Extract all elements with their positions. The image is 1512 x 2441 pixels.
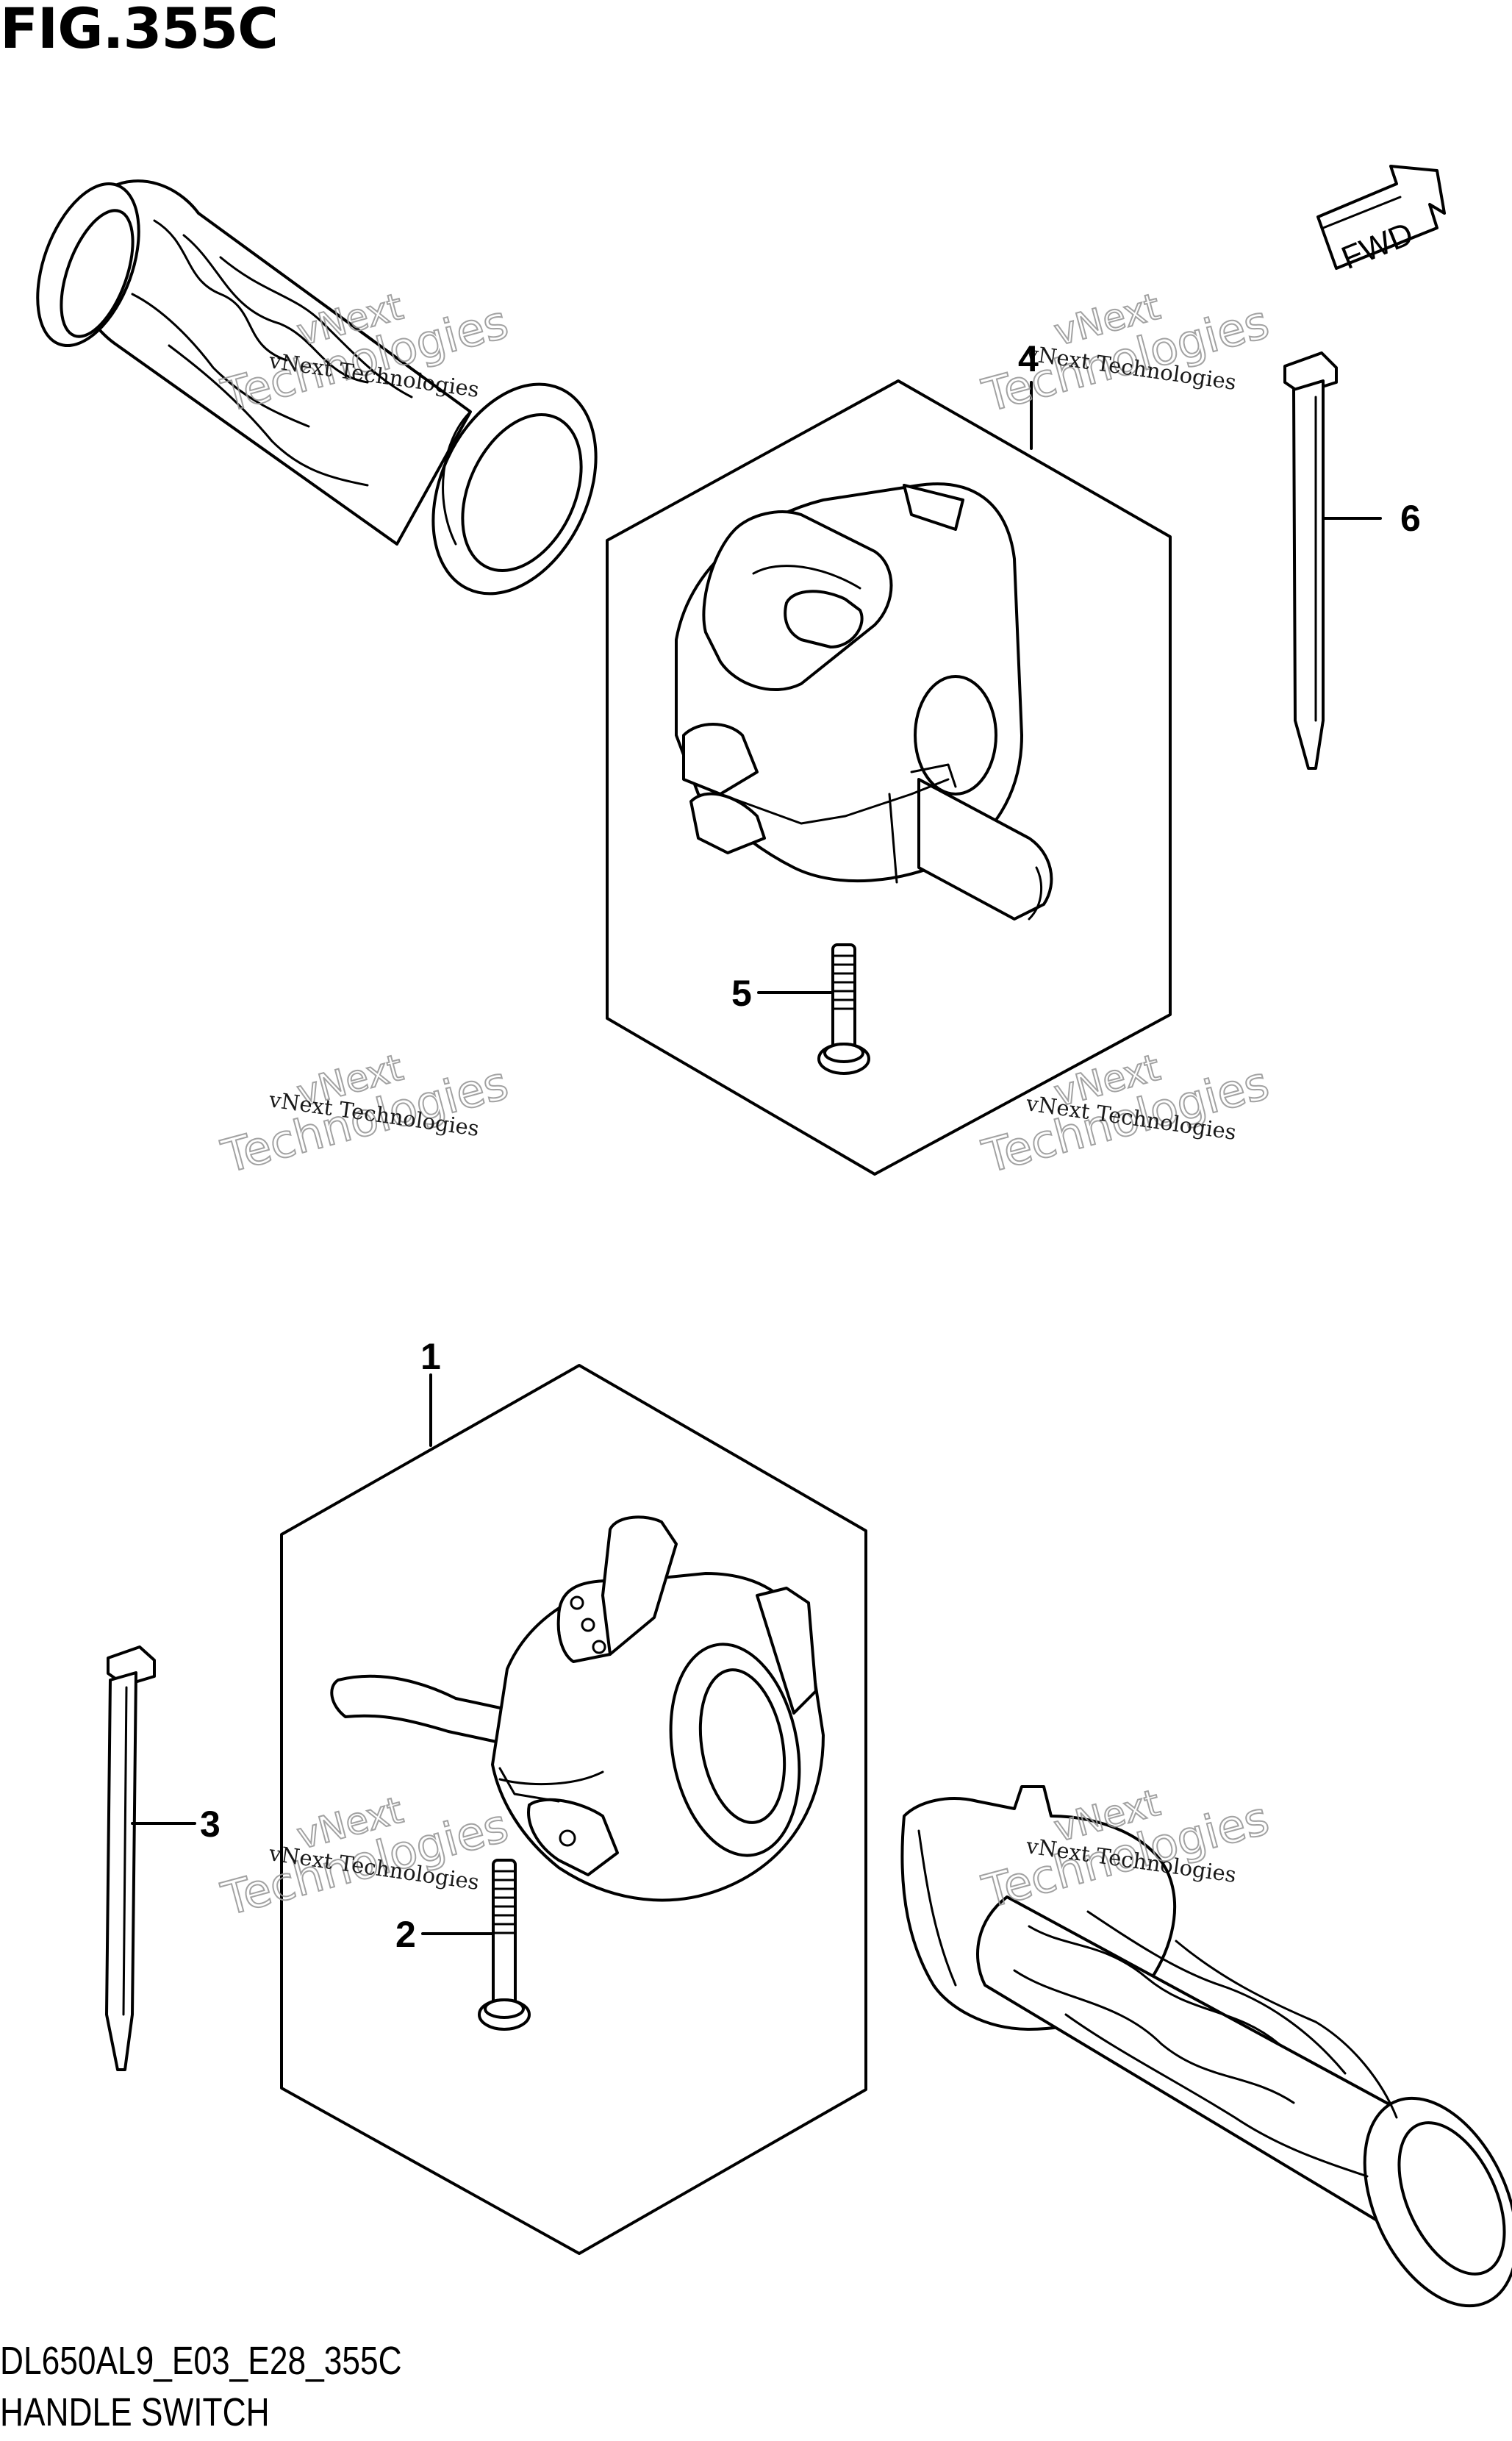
screw-2 bbox=[478, 1859, 531, 2031]
kit-outline-4 bbox=[606, 379, 1172, 1176]
watermark-3: vNext Technologies vNext Technologies bbox=[215, 1046, 515, 1184]
callout-2: 2 bbox=[395, 1914, 416, 1955]
diagram-code: DL650AL9_E03_E28_355C bbox=[0, 2339, 402, 2383]
callout-1: 1 bbox=[420, 1336, 441, 1377]
figure-title: FIG.355C bbox=[0, 0, 279, 61]
watermark-5: vNext Technologies vNext Technologies bbox=[215, 1788, 515, 1927]
callout-4: 4 bbox=[1018, 338, 1039, 379]
callout-3: 3 bbox=[200, 1804, 221, 1845]
left-handle-switch bbox=[330, 1515, 825, 1902]
cable-tie-6 bbox=[1283, 351, 1338, 770]
screw-5 bbox=[817, 943, 870, 1075]
kit-outline-1 bbox=[280, 1364, 867, 2255]
watermark-4: vNext Technologies vNext Technologies bbox=[976, 1046, 1275, 1184]
left-handlebar-grip bbox=[36, 179, 598, 596]
right-handlebar-grip bbox=[900, 1785, 1512, 2308]
fwd-arrow-icon: FWD bbox=[1316, 165, 1446, 276]
callout-5: 5 bbox=[731, 973, 752, 1014]
right-handle-switch bbox=[675, 482, 1053, 921]
diagram-name: HANDLE SWITCH bbox=[0, 2390, 270, 2434]
cable-tie-3 bbox=[105, 1645, 156, 2071]
callout-6: 6 bbox=[1400, 498, 1421, 539]
